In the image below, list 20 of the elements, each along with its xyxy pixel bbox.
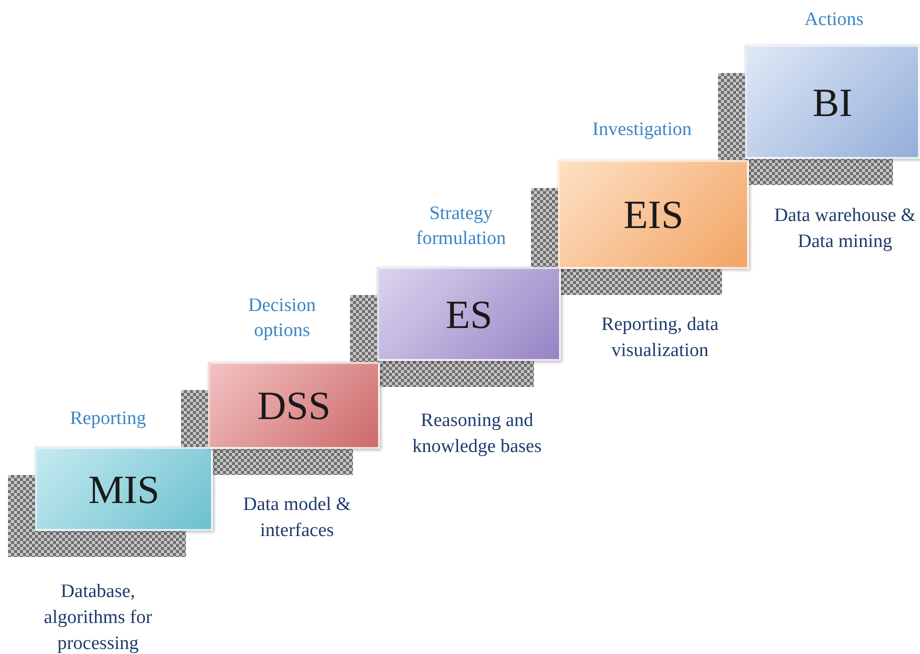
step-description: Reporting, data visualization — [600, 313, 720, 363]
step-caption: Investigation — [591, 118, 693, 142]
step-caption: Strategy formulation — [415, 202, 507, 251]
step-box — [35, 447, 213, 531]
step-box — [558, 160, 749, 269]
step-label: BI — [812, 78, 852, 126]
step-label: ES — [446, 290, 492, 338]
step-label: MIS — [88, 466, 160, 512]
step-description: Data model & interfaces — [242, 493, 352, 543]
step-label: DSS — [257, 382, 331, 429]
step-box — [745, 45, 920, 159]
step-caption: Reporting — [69, 407, 147, 431]
step-box — [208, 362, 380, 449]
step-caption: Decision options — [247, 294, 317, 343]
step-caption: Actions — [803, 8, 865, 32]
step-description: Reasoning and knowledge bases — [411, 409, 543, 459]
step-label: EIS — [624, 191, 684, 238]
step-description: Database, algorithms for processing — [42, 580, 154, 654]
step-box — [377, 267, 561, 361]
step-description: Data warehouse & Data mining — [773, 204, 917, 254]
